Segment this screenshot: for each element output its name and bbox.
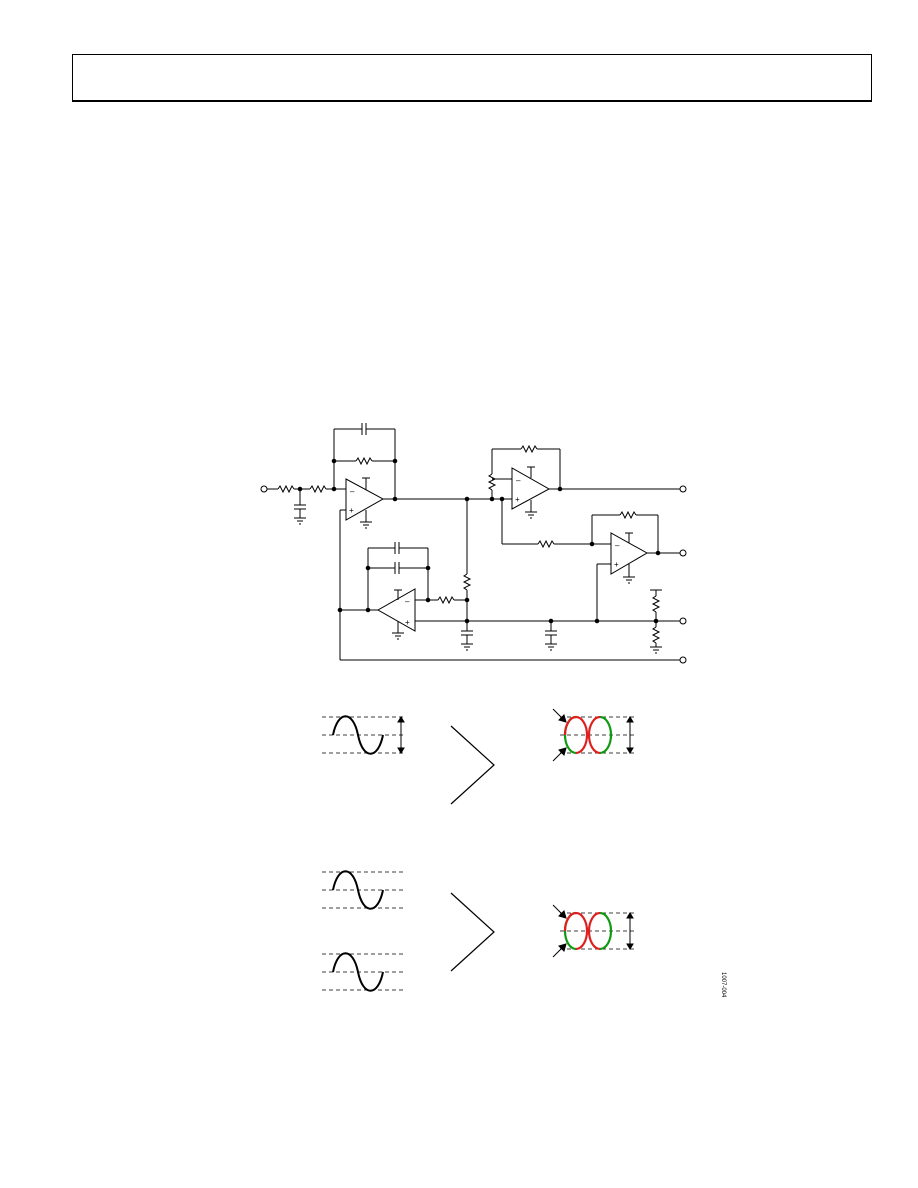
svg-text:–: – [350, 487, 355, 496]
output-terminal-icon [679, 656, 687, 664]
output-terminal-icon [679, 549, 687, 557]
svg-text:–: – [405, 597, 410, 606]
ground-icon [392, 632, 404, 640]
svg-text:+: + [405, 618, 410, 627]
chevron-icon [450, 892, 495, 972]
page-header-box [72, 54, 872, 102]
svg-text:+: + [614, 560, 619, 569]
op-amp-icon [376, 588, 416, 632]
op-amp-icon [511, 467, 551, 510]
resistor-icon [277, 484, 295, 494]
ground-icon [650, 646, 662, 654]
sine-wave-icon [332, 715, 384, 755]
resistor-icon [437, 595, 455, 605]
resistor-icon [487, 473, 497, 491]
ground-icon [545, 643, 557, 651]
resistor-icon [355, 456, 373, 466]
sine-wave-icon [332, 952, 384, 992]
ground-icon [360, 521, 372, 529]
ground-icon [525, 511, 537, 519]
resistor-icon [619, 510, 637, 520]
figure-id-label: 1007-004 [720, 972, 726, 998]
input-terminal-icon [260, 485, 268, 493]
ground-icon [294, 517, 306, 525]
op-amp-icon [345, 478, 385, 521]
chevron-icon [450, 725, 495, 805]
output-terminal-icon [679, 485, 687, 493]
resistor-icon [520, 444, 538, 454]
svg-text:+: + [349, 506, 354, 515]
resistor-icon [651, 595, 661, 613]
svg-text:+: + [515, 495, 520, 504]
resistor-icon [462, 573, 472, 591]
ground-icon [623, 576, 635, 584]
resistor-icon [537, 539, 555, 549]
svg-text:–: – [516, 476, 521, 485]
resistor-icon [309, 484, 327, 494]
output-terminal-icon [679, 617, 687, 625]
sine-wave-icon [332, 870, 384, 910]
ground-icon [461, 643, 473, 651]
resistor-icon [651, 626, 661, 644]
svg-text:–: – [615, 541, 620, 550]
